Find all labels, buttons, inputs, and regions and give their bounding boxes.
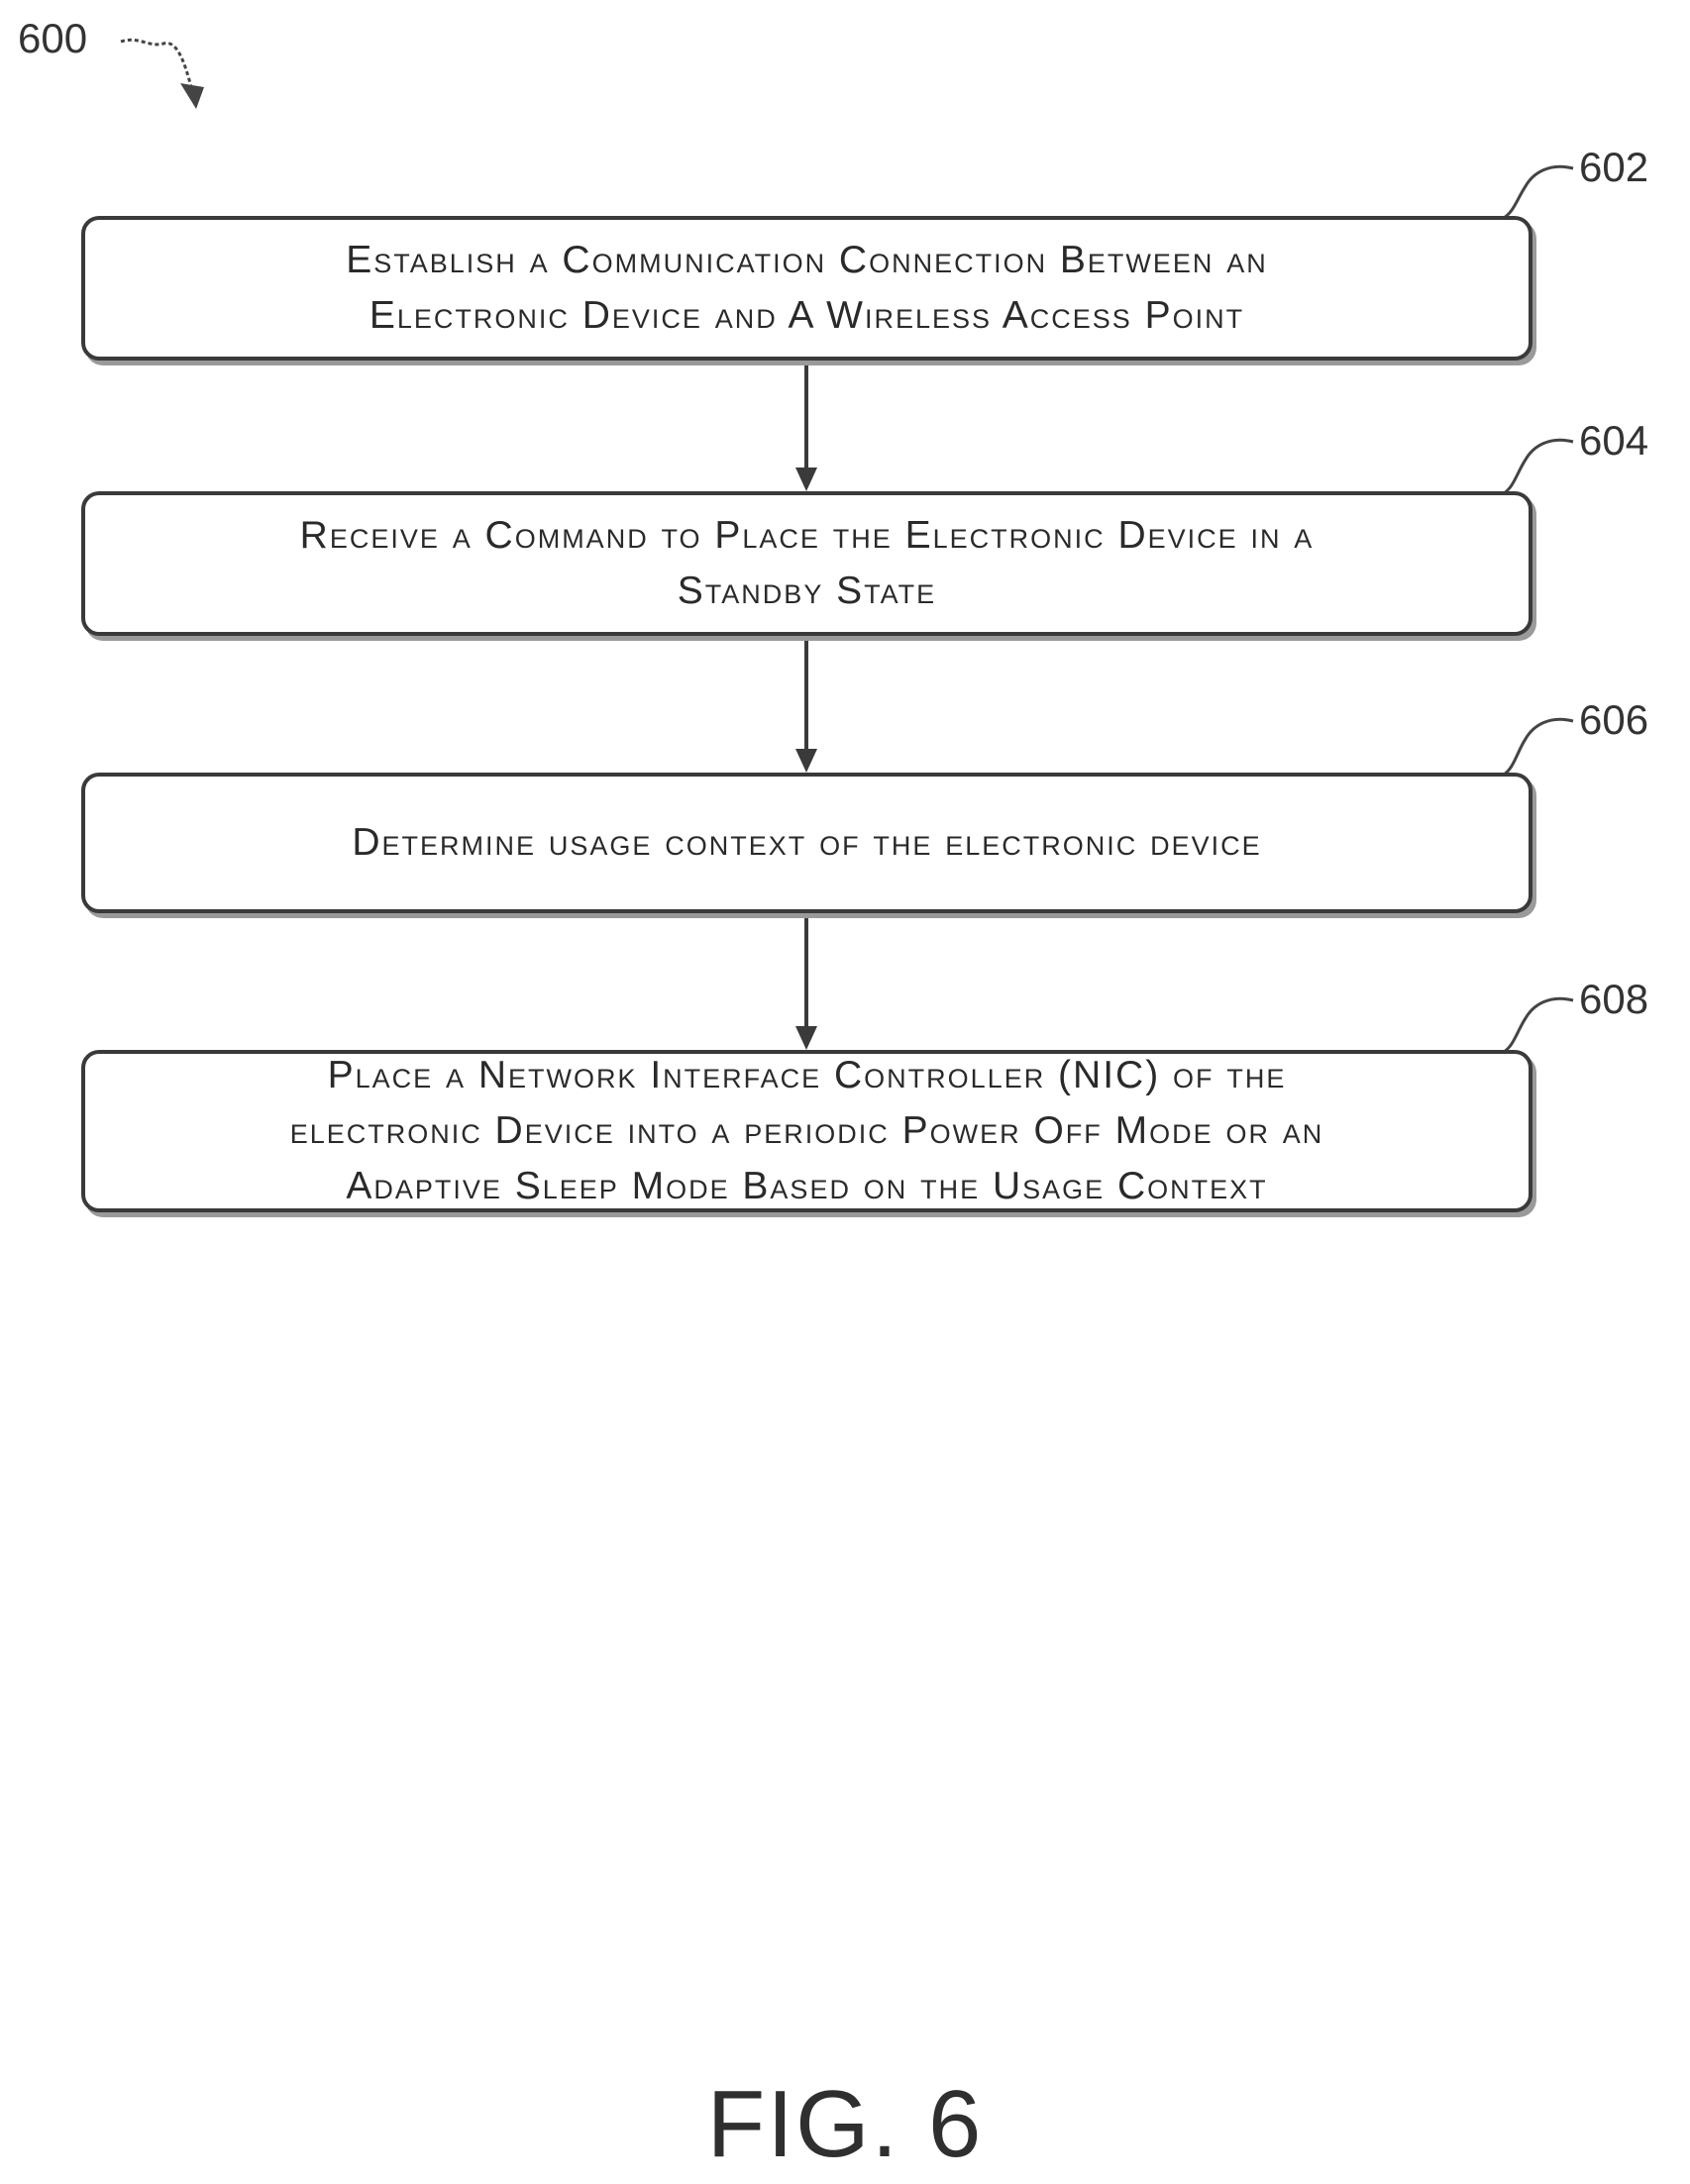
- connector-arrowhead-1: [795, 468, 817, 491]
- step-ref-602: 602: [1579, 147, 1648, 188]
- step-text-608: Place a Network Interface Controller (NI…: [290, 1048, 1324, 1214]
- ref-leader-606: [1504, 719, 1573, 775]
- step-text-606: Determine usage context of the electroni…: [352, 815, 1261, 871]
- figure-caption: FIG. 6: [0, 2070, 1690, 2179]
- step-text-604: Receive a Command to Place the Electroni…: [300, 508, 1315, 619]
- step-ref-608: 608: [1579, 979, 1648, 1020]
- connector-arrowhead-2: [795, 749, 817, 773]
- step-box-602: Establish a Communication Connection Bet…: [81, 216, 1532, 361]
- connector-group: [795, 364, 817, 1050]
- figure-ref-label: 600: [18, 18, 87, 59]
- ref-leader-608: [1504, 998, 1573, 1052]
- connector-arrowhead-3: [795, 1026, 817, 1050]
- figure-ref-arrowhead: [180, 83, 204, 109]
- step-text-602: Establish a Communication Connection Bet…: [346, 233, 1268, 344]
- step-box-606: Determine usage context of the electroni…: [81, 773, 1532, 913]
- step-box-604: Receive a Command to Place the Electroni…: [81, 491, 1532, 636]
- step-box-608: Place a Network Interface Controller (NI…: [81, 1050, 1532, 1212]
- step-ref-604: 604: [1579, 420, 1648, 462]
- step-ref-606: 606: [1579, 699, 1648, 741]
- ref-leader-604: [1504, 440, 1573, 493]
- ref-leader-602: [1504, 166, 1573, 218]
